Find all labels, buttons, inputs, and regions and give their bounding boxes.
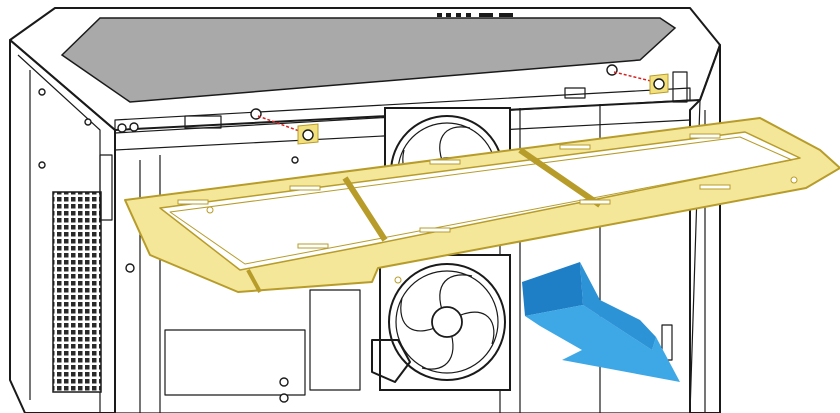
case-fan-lower — [371, 254, 511, 391]
screw-hole-right — [606, 64, 618, 76]
removable-bracket — [124, 117, 840, 293]
side-mesh-vent — [52, 191, 102, 393]
rail-clip-left — [184, 115, 222, 129]
thumbscrew-icon — [297, 73, 669, 145]
fan-latch — [371, 339, 411, 383]
removal-direction-arrow-icon — [522, 262, 680, 382]
case-left-frame — [9, 39, 116, 413]
top-io-ports — [437, 13, 513, 17]
case-interior — [114, 99, 701, 413]
screw-hole-left — [250, 108, 262, 120]
screw-guide-lines — [257, 71, 656, 133]
